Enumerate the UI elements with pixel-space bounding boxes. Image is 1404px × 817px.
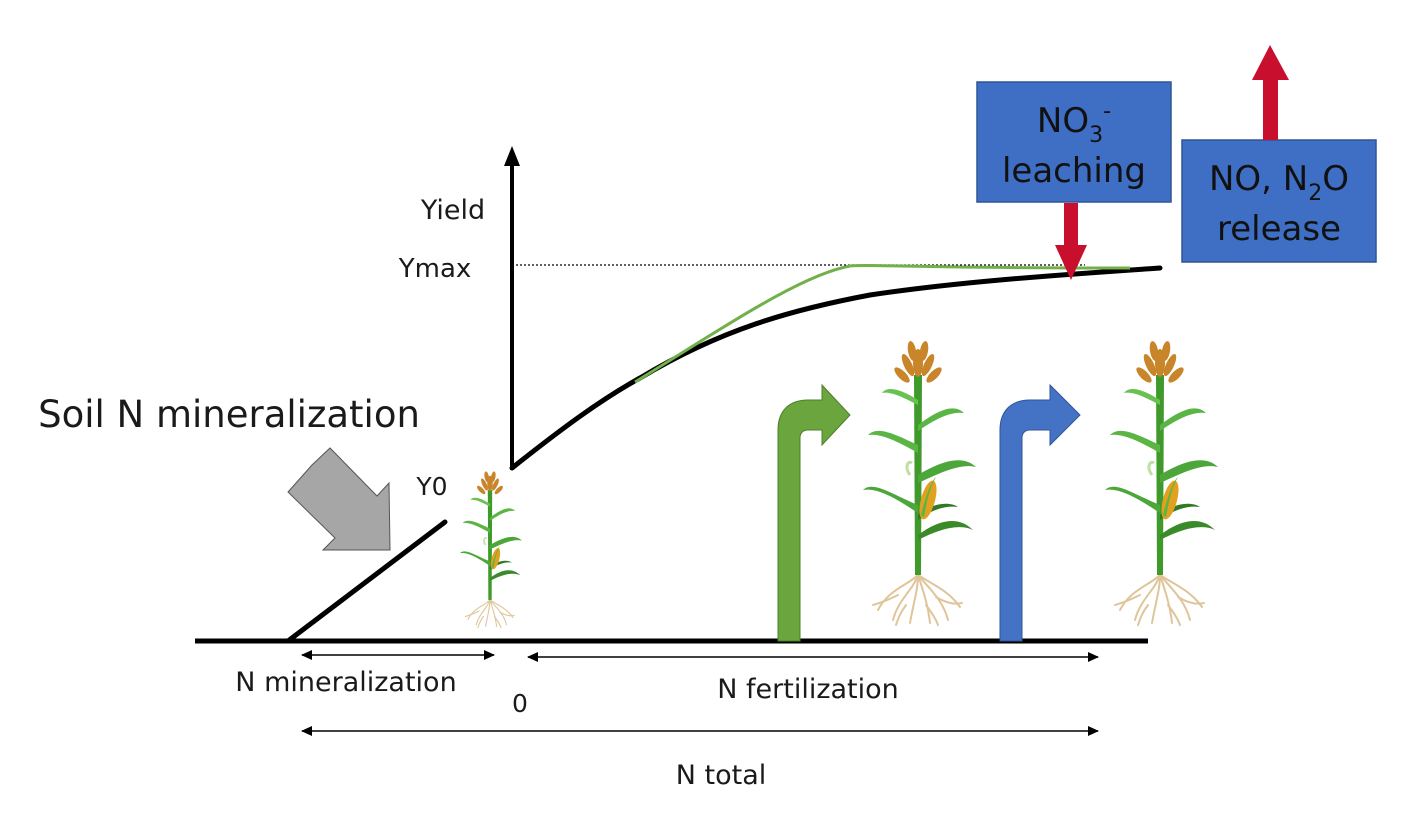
y0-label: Y0 [415,472,447,501]
n-fertilization-label: N fertilization [717,674,899,705]
svg-text:NO3-: NO3- [1037,99,1111,148]
release-label: release [1217,209,1341,249]
green-bent-arrow [777,383,851,642]
leaching-formula-sub: 3 [1089,123,1103,148]
svg-text:NO, N2O: NO, N2O [1209,159,1349,206]
soil-mineralization-arrow [287,447,391,551]
y-axis [504,146,520,470]
release-formula-b: O [1322,159,1349,199]
n-total-label: N total [676,760,767,791]
blue-bent-arrow [999,383,1081,642]
maize-plant-large-icon [1103,338,1220,627]
leaching-down-arrow [1055,203,1087,280]
optimized-yield-curve [634,263,1131,384]
yield-axis-label: Yield [420,195,485,226]
n-mineralization-label: N mineralization [235,667,456,698]
soil-n-mineralization-title: Soil N mineralization [38,393,420,436]
no-n2o-release-box: NO, N2O release [1181,139,1377,263]
leaching-formula-sup: - [1103,99,1111,124]
zero-label: 0 [512,689,528,718]
leaching-label: leaching [1002,151,1146,191]
ymax-label: Ymax [398,254,472,284]
release-formula-sub: 2 [1308,181,1322,206]
yield-response-curve [285,265,1163,644]
maize-plant-small-icon [458,470,523,629]
maize-plant-large-icon [861,338,978,627]
release-formula-a: NO, N [1209,159,1308,199]
no3-leaching-box: NO3- leaching [976,81,1172,203]
release-up-arrow [1252,45,1289,140]
leaching-formula-base: NO [1037,101,1089,141]
